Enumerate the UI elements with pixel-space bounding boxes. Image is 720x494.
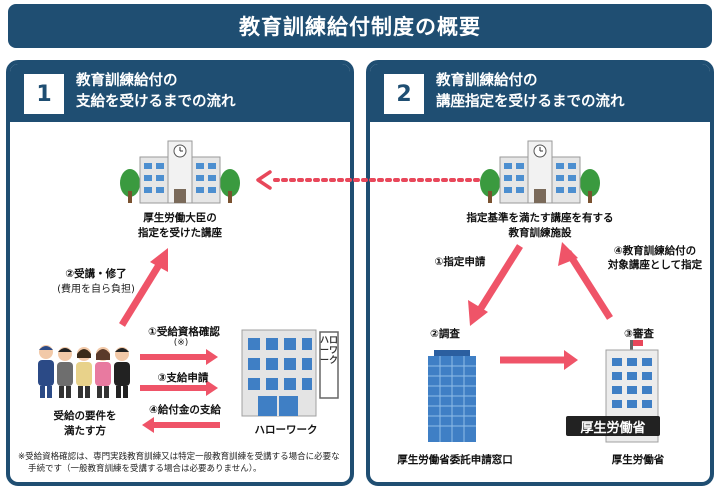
training-facility-icon [480, 140, 600, 204]
p1-step1-note: (※) [173, 338, 189, 348]
p1-people-label: 受給の要件を 満たす方 [30, 408, 140, 438]
office-tower-icon [428, 350, 476, 442]
p1-facility-label: 厚生労働大臣の 指定を受けた講座 [120, 210, 240, 240]
p2-step4-line1: ④教育訓練給付の [613, 245, 697, 257]
p1-step1-label: ①受給資格確認 [148, 326, 220, 338]
p2-step4-label: ④教育訓練給付の 対象講座として指定 [600, 244, 710, 272]
p1-people-label-line1: 受給の要件を [53, 410, 117, 422]
p1-footnote-line1: ※受給資格確認は、専門実践教育訓練又は特定一般教育訓練を受講する場合に必要な [18, 452, 340, 462]
panel-2-number: 2 [384, 74, 424, 114]
panel-2-title-line2: 講座指定を受けるまでの流れ [436, 94, 625, 110]
p1-people-label-line2: 満たす方 [64, 425, 106, 437]
p2-office-label: 厚生労働省委託申請窓口 [397, 454, 513, 466]
panel-1-header [10, 64, 350, 122]
p1-hellowork-label: ハローワーク [254, 424, 318, 436]
p2-step1-label: ①指定申請 [434, 256, 486, 268]
p2-ministry-label: 厚生労働省 [611, 454, 665, 466]
hellowork-building-icon [241, 329, 339, 417]
p1-step4-label: ④給付金の支給 [149, 404, 221, 416]
p1-attend-sub: (費用を自ら負担) [57, 284, 135, 295]
people-icon [38, 345, 130, 398]
panel-1-title: 教育訓練給付の 支給を受けるまでの流れ [76, 71, 236, 113]
p1-facility-label-line1: 厚生労働大臣の [143, 212, 217, 224]
ministry-sign: 厚生労働省 [566, 416, 660, 436]
p2-facility-label: 指定基準を満たす講座を有する 教育訓練施設 [455, 210, 625, 240]
panel-2-title-line1: 教育訓練給付の [436, 73, 538, 89]
p1-attend-label: ②受講・修了 [65, 268, 127, 280]
school-building-icon [120, 140, 240, 204]
p1-footnote-line2: 手続です（一般教育訓練を受講する場合は必要ありません）。 [28, 464, 262, 474]
hellowork-sign: ハローワーク [320, 336, 339, 366]
panel-1-number: 1 [24, 74, 64, 114]
p1-footnote: ※受給資格確認は、専門実践教育訓練又は特定一般教育訓練を受講する場合に必要な 手… [18, 451, 350, 475]
p2-step4-line2: 対象講座として指定 [607, 259, 703, 271]
page-title: 教育訓練給付制度の概要 [8, 4, 712, 48]
panel-2-header [370, 64, 710, 122]
p2-step3-label: ③審査 [624, 328, 654, 340]
panel-2-title: 教育訓練給付の 講座指定を受けるまでの流れ [436, 71, 625, 113]
p1-facility-label-line2: 指定を受けた講座 [138, 227, 222, 239]
p2-facility-label-line2: 教育訓練施設 [508, 227, 572, 239]
p2-facility-label-line1: 指定基準を満たす講座を有する [466, 212, 614, 224]
p1-step3-label: ③支給申請 [157, 372, 209, 384]
p2-step2-label: ②調査 [430, 328, 460, 340]
panel-1-title-line1: 教育訓練給付の [76, 73, 178, 89]
panel-1-title-line2: 支給を受けるまでの流れ [76, 94, 236, 110]
